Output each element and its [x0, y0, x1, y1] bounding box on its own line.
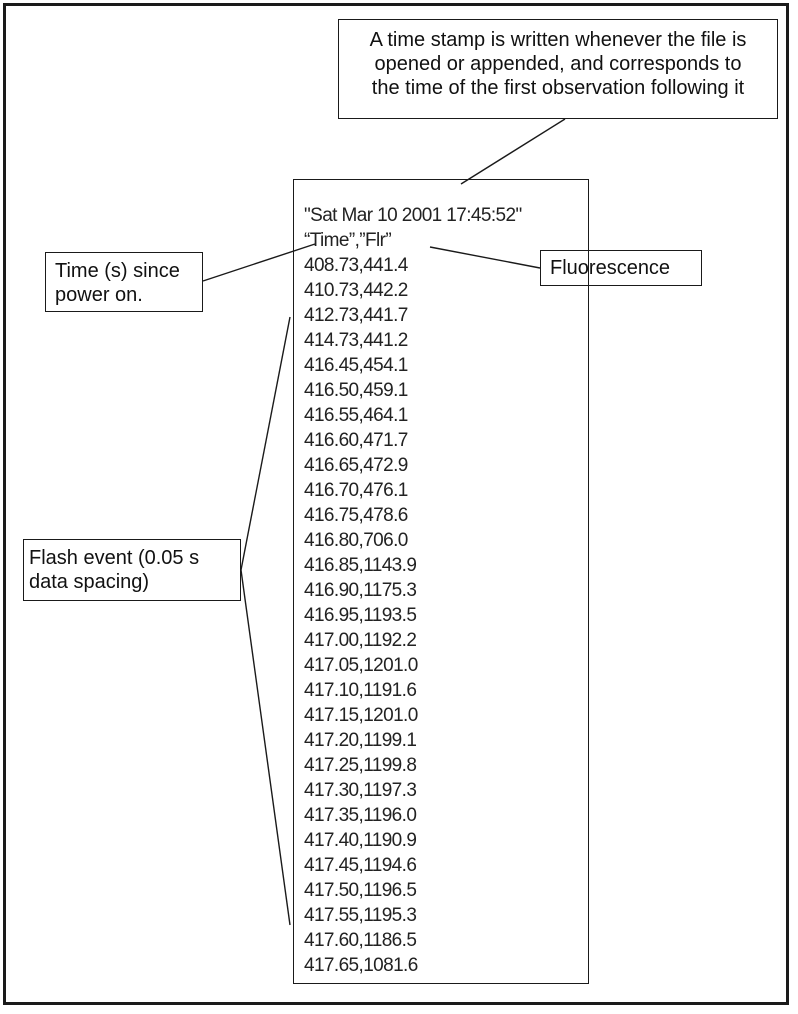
data-file-row: 416.70,476.1 [304, 480, 408, 501]
time-leader-line [202, 243, 316, 282]
fluorescence-leader-line [429, 246, 541, 269]
data-file-row: 417.30,1197.3 [304, 780, 417, 801]
time-callout: Time (s) since power on. [45, 252, 203, 312]
data-file-row: 410.73,442.2 [304, 280, 408, 301]
data-file-rows: 408.73,441.4 410.73,442.2 412.73,441.7 414.… [304, 253, 588, 978]
figure-frame [3, 3, 789, 1005]
time-callout-line-1: Time (s) since [55, 260, 180, 282]
timestamp-callout-line-2: opened or appended, and corresponds to [374, 53, 742, 75]
data-file-row: 417.05,1201.0 [304, 655, 418, 676]
flash-callout-line-2: data spacing) [29, 571, 150, 593]
data-file-row: 416.90,1175.3 [304, 580, 417, 601]
fluorescence-callout-label: Fluorescence [550, 257, 671, 279]
timestamp-callout: A time stamp is written whenever the fil… [338, 19, 778, 119]
flash-top-leader-line [240, 316, 291, 571]
data-file-row: 412.73,441.7 [304, 305, 408, 326]
data-file-row: 416.80,706.0 [304, 530, 408, 551]
data-file-row: 417.35,1196.0 [304, 805, 417, 826]
timestamp-callout-line-3: the time of the first observation follow… [371, 77, 745, 99]
data-file-row: 416.95,1193.5 [304, 605, 417, 626]
data-file-timestamp: "Sat Mar 10 2001 17:45:52" [304, 205, 522, 226]
data-file-row: 417.20,1199.1 [304, 730, 417, 751]
data-file-row: 417.65,1081.6 [304, 955, 418, 976]
data-file-row: 408.73,441.4 [304, 255, 408, 276]
data-file-row: 416.75,478.6 [304, 505, 408, 526]
data-file-row: 417.00,1192.2 [304, 630, 417, 651]
flash-event-callout: Flash event (0.05 s data spacing) [23, 539, 241, 601]
data-file-row: 414.73,441.2 [304, 330, 408, 351]
data-file-row: 416.85,1143.9 [304, 555, 417, 576]
data-file-row: 417.10,1191.6 [304, 680, 417, 701]
data-file-row: 417.60,1186.5 [304, 930, 417, 951]
time-callout-line-2: power on. [55, 284, 143, 306]
data-file-row: 417.55,1195.3 [304, 905, 417, 926]
data-file-header: “Time”,”Flr” [304, 230, 392, 251]
flash-bottom-leader-line [240, 569, 291, 926]
data-file-row: 416.65,472.9 [304, 455, 408, 476]
data-file-row: 417.15,1201.0 [304, 705, 418, 726]
data-file-listing: "Sat Mar 10 2001 17:45:52" “Time”,”Flr” … [293, 179, 589, 984]
data-file-row: 417.45,1194.6 [304, 855, 417, 876]
data-file-row: 417.25,1199.8 [304, 755, 417, 776]
data-file-row: 416.60,471.7 [304, 430, 408, 451]
data-file-row: 416.45,454.1 [304, 355, 408, 376]
data-file-row: 417.40,1190.9 [304, 830, 417, 851]
data-file-row: 417.50,1196.5 [304, 880, 417, 901]
timestamp-leader-line [460, 118, 566, 185]
flash-callout-line-1: Flash event (0.05 s [29, 547, 200, 569]
fluorescence-callout: Fluorescence [540, 250, 702, 286]
data-file-row: 416.55,464.1 [304, 405, 408, 426]
data-file-row: 416.50,459.1 [304, 380, 408, 401]
timestamp-callout-line-1: A time stamp is written whenever the fil… [369, 29, 747, 51]
